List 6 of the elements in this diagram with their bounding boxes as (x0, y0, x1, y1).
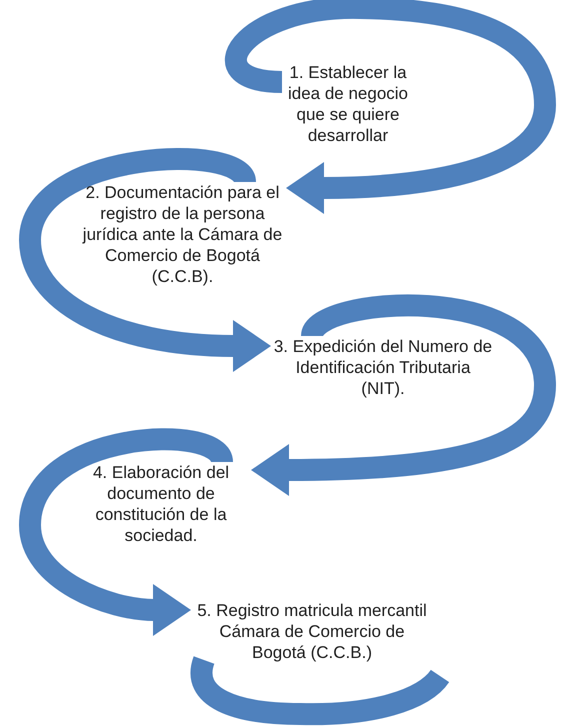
curved-arrow (226, 0, 556, 214)
step-text: 1. Establecer la idea de negocio que se quiere desarrollar (286, 62, 410, 146)
step-text: 5. Registro matricula mercantil Cámara de Comercio de Bogotá (C.C.B.) (196, 600, 428, 663)
step-text: 3. Expedición del Numero de Identificación Tributaria (NIT). (272, 336, 494, 399)
step-text: 4. Elaboración del documento de constitución de la sociedad. (92, 462, 230, 546)
step-text: 2. Documentación para el registro de la persona jurídica ante la Cámara de Comercio de Bogotá (C.C.B). (81, 182, 284, 287)
